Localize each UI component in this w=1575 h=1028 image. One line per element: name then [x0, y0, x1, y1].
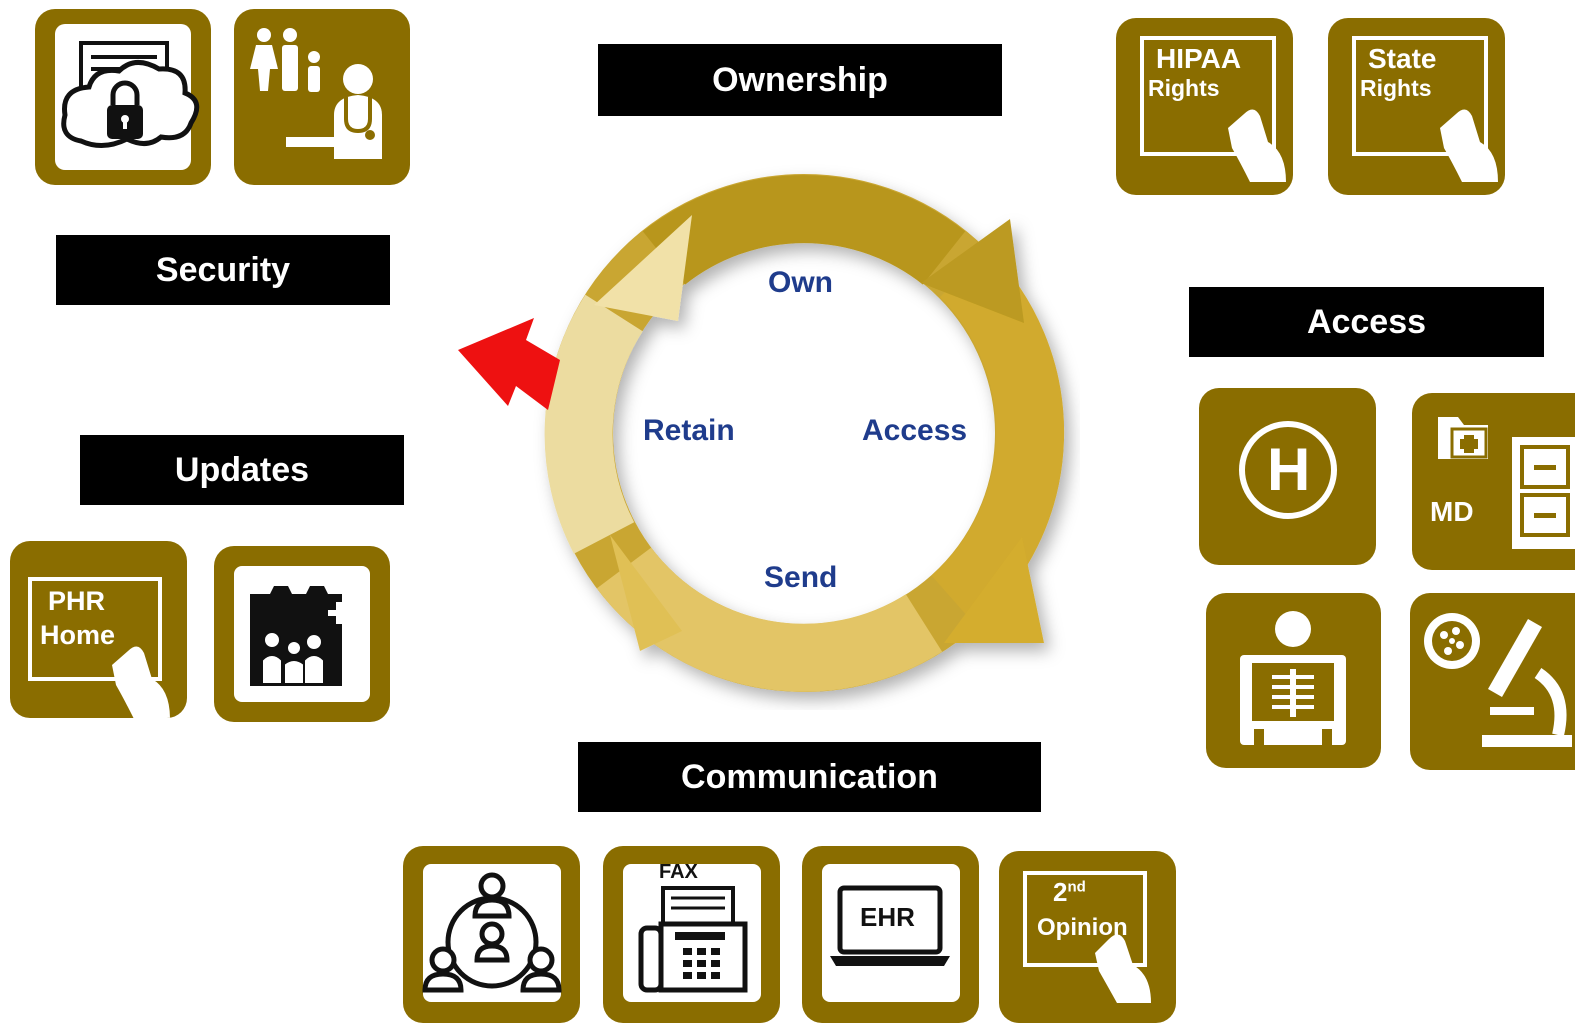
second-opinion-tile[interactable]: 2nd Opinion — [999, 851, 1176, 1023]
arrow-head-retain — [594, 215, 692, 321]
xray-icon — [1240, 611, 1346, 745]
hipaa-line2: Rights — [1148, 75, 1220, 101]
hipaa-tablet-icon — [1140, 36, 1286, 182]
cycle-segment-access — [931, 248, 1065, 627]
arrow-head-own — [921, 219, 1024, 323]
family-folder-icon — [234, 566, 370, 702]
phr-line2: Home — [40, 620, 116, 650]
ownership-label: Ownership — [598, 44, 1002, 116]
cycle-segment-own — [642, 175, 966, 286]
phr-tablet-icon — [28, 577, 170, 718]
microscope-tile[interactable] — [1410, 593, 1575, 770]
network-people-tile[interactable] — [403, 846, 580, 1023]
cycle-own-label: Own — [768, 266, 833, 299]
second-superscript: nd — [1067, 878, 1086, 896]
second-opinion-tablet-icon — [1023, 871, 1151, 1003]
cycle-diagram — [458, 174, 1065, 692]
hospital-letter: H — [1267, 436, 1311, 503]
state-line2: Rights — [1360, 75, 1432, 101]
ehr-laptop-icon — [822, 864, 960, 1002]
md-records-tile[interactable]: MD — [1412, 393, 1575, 570]
fax-tile[interactable]: FAX — [603, 846, 780, 1023]
security-label: Security — [56, 235, 390, 305]
cycle-segment-retain — [544, 294, 644, 554]
microscope-icon — [1424, 613, 1572, 747]
ehr-tile[interactable]: EHR — [802, 846, 979, 1023]
hipaa-rights-tile[interactable]: HIPAA Rights — [1116, 18, 1293, 195]
xray-tile[interactable] — [1206, 593, 1381, 768]
access-label: Access — [1189, 287, 1544, 357]
hospital-tile[interactable]: H — [1199, 388, 1376, 565]
communication-label: Communication — [578, 742, 1041, 812]
opinion-label: Opinion — [1037, 914, 1128, 941]
ehr-label: EHR — [860, 902, 915, 932]
family-folder-tile[interactable] — [214, 546, 390, 722]
fax-icon — [623, 864, 761, 1002]
state-tablet-icon — [1352, 36, 1498, 182]
network-people-icon — [422, 864, 562, 1002]
cycle-retain-label: Retain — [643, 414, 735, 447]
md-label: MD — [1430, 496, 1474, 527]
md-records-icon — [1438, 417, 1575, 549]
fax-label: FAX — [659, 861, 698, 883]
second-base: 2 — [1053, 877, 1068, 907]
arrow-head-access — [944, 537, 1044, 643]
phr-line1: PHR — [48, 586, 106, 616]
red-arrow — [458, 318, 560, 410]
phr-home-tile[interactable]: PHR Home — [10, 541, 187, 718]
security-cloud-lock-tile — [35, 9, 211, 185]
second-opinion-number: 2nd — [1053, 877, 1086, 907]
hipaa-line1: HIPAA — [1156, 43, 1242, 74]
security-family-doctor-tile — [234, 9, 410, 185]
family-doctor-icon — [250, 28, 382, 159]
cycle-access-label: Access — [862, 414, 968, 447]
updates-label: Updates — [80, 435, 404, 505]
hospital-icon — [1239, 421, 1337, 519]
cloud-lock-icon — [55, 24, 200, 170]
arrow-head-send — [610, 535, 682, 651]
state-rights-tile[interactable]: State Rights — [1328, 18, 1505, 195]
state-line1: State — [1368, 43, 1437, 74]
cycle-send-label: Send — [764, 561, 838, 594]
